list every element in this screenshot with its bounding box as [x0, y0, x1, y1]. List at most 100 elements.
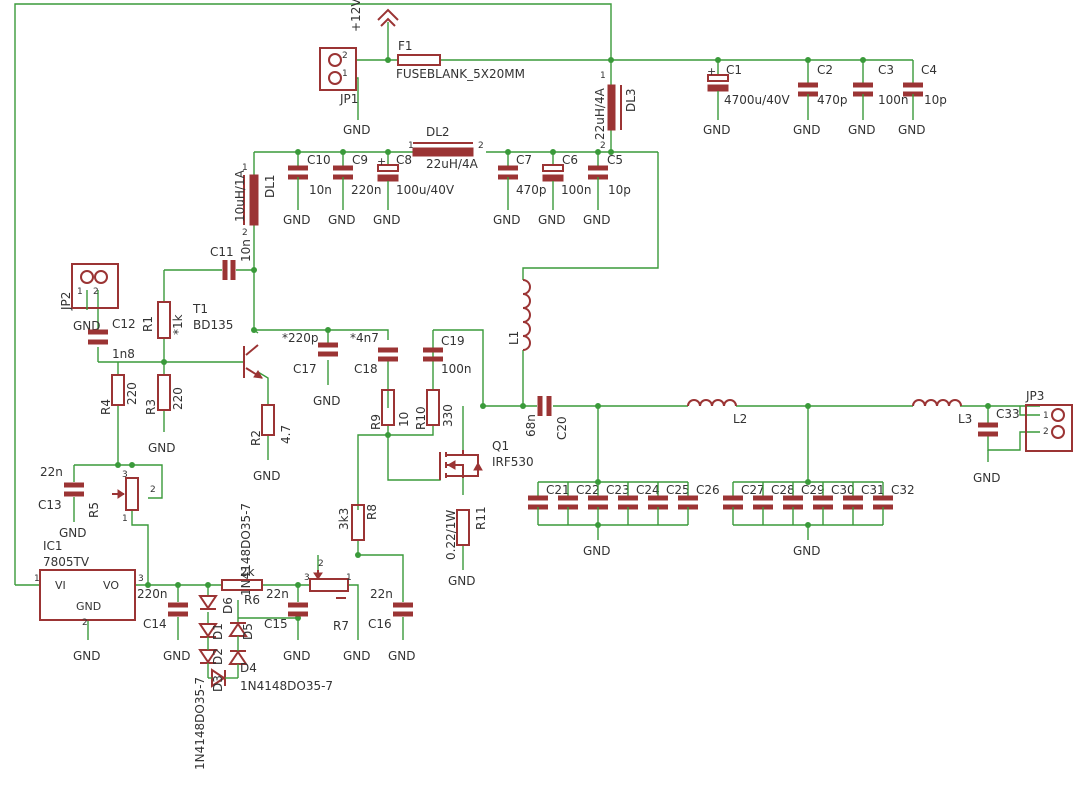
svg-text:C15: C15 [264, 617, 288, 631]
svg-text:10n: 10n [309, 183, 332, 197]
capacitor-c25: C25 [648, 482, 690, 525]
svg-text:GND: GND [973, 471, 1001, 485]
svg-text:22uH/4A: 22uH/4A [593, 87, 607, 140]
capacitor-c15: 22n C15 GND [264, 587, 311, 663]
svg-text:22n: 22n [266, 587, 289, 601]
fuse-f1: F1 FUSEBLANK_5X20MM [396, 39, 525, 81]
resistor-r6: 2k R6 [221, 565, 263, 607]
capacitor-bank-left: C21 C22 C23 C24 C25 C26 GND [528, 482, 720, 558]
svg-text:IC1: IC1 [43, 539, 63, 553]
svg-text:R3: R3 [144, 399, 158, 415]
inductor-l2: L2 [687, 399, 747, 426]
svg-text:C29: C29 [801, 483, 825, 497]
jp1-connector: 2 1 JP1 [319, 47, 358, 106]
svg-text:22uH/4A: 22uH/4A [426, 157, 479, 171]
svg-text:R1: R1 [141, 316, 155, 332]
svg-text:R8: R8 [365, 504, 379, 520]
svg-text:C21: C21 [546, 483, 570, 497]
svg-text:100n: 100n [441, 362, 472, 376]
capacitor-c22: C22 [558, 482, 600, 525]
svg-text:L2: L2 [733, 412, 747, 426]
svg-text:C12: C12 [112, 317, 136, 331]
capacitor-c6: C6 100n [542, 153, 592, 210]
svg-text:GND: GND [283, 649, 311, 663]
svg-text:L3: L3 [958, 412, 972, 426]
svg-text:GND: GND [493, 213, 521, 227]
svg-text:GND: GND [583, 544, 611, 558]
svg-text:1N4148DO35-7: 1N4148DO35-7 [193, 677, 207, 770]
capacitor-c3: C3 100n [853, 63, 909, 120]
svg-text:R11: R11 [474, 506, 488, 530]
svg-text:2: 2 [478, 141, 484, 151]
svg-text:VI: VI [55, 579, 66, 592]
svg-text:C9: C9 [352, 153, 368, 167]
svg-text:3k3: 3k3 [337, 508, 351, 530]
capacitor-c21: C21 [528, 482, 570, 525]
svg-text:GND: GND [538, 213, 566, 227]
mosfet-q1: Q1 IRF530 [439, 439, 534, 480]
svg-text:C22: C22 [576, 483, 600, 497]
capacitor-c14: 220n C14 GND [137, 587, 191, 663]
svg-text:C25: C25 [666, 483, 690, 497]
svg-text:220n: 220n [351, 183, 382, 197]
svg-text:C24: C24 [636, 483, 660, 497]
svg-text:C26: C26 [696, 483, 720, 497]
svg-text:+: + [377, 155, 386, 168]
svg-text:F1: F1 [398, 39, 413, 53]
svg-text:GND: GND [793, 544, 821, 558]
svg-text:JP2: JP2 [59, 292, 73, 311]
capacitor-c11: C11 10n [210, 239, 253, 280]
svg-text:DL2: DL2 [426, 125, 450, 139]
jp3-connector: 1 2 JP3 [1025, 389, 1073, 452]
svg-text:D5: D5 [241, 623, 255, 640]
inductor-dl1: 1 2 DL1 10uH/1A [233, 163, 277, 238]
svg-text:GND: GND [253, 469, 281, 483]
svg-text:C33: C33 [996, 407, 1020, 421]
svg-text:C10: C10 [307, 153, 331, 167]
svg-text:R9: R9 [369, 414, 383, 430]
plus12v-symbol: +12V [349, 0, 399, 32]
svg-text:4700u/40V: 4700u/40V [724, 93, 790, 107]
svg-text:C1: C1 [726, 63, 742, 77]
svg-text:1: 1 [342, 69, 348, 79]
capacitor-c27: C27 [723, 482, 765, 525]
capacitor-c30: C30 [813, 482, 855, 525]
svg-text:C14: C14 [143, 617, 167, 631]
svg-text:100n: 100n [878, 93, 909, 107]
inductor-l1: L1 [507, 279, 531, 351]
diodes-cluster: D6 D1 D5 D2 D3 D4 1N4148DO35-7 1N4148DO3… [193, 503, 333, 770]
svg-text:*1k: *1k [171, 314, 185, 335]
svg-text:1: 1 [408, 141, 414, 151]
svg-text:GND: GND [373, 213, 401, 227]
capacitor-c18: *4n7 C18 [350, 331, 398, 376]
svg-text:100n: 100n [561, 183, 592, 197]
inductor-dl2: 1 2 DL2 22uH/4A [408, 125, 484, 171]
svg-text:2: 2 [82, 618, 88, 628]
svg-text:100u/40V: 100u/40V [396, 183, 455, 197]
svg-text:GND: GND [343, 649, 371, 663]
svg-text:3: 3 [304, 573, 310, 583]
svg-text:330: 330 [441, 404, 455, 427]
svg-text:C16: C16 [368, 617, 392, 631]
svg-text:1: 1 [34, 574, 40, 584]
regulator-ic1: IC1 7805TV 1 3 2 VI VO GND GND [34, 539, 144, 663]
capacitor-c16: 22n C16 GND [368, 587, 416, 663]
svg-text:L1: L1 [507, 331, 521, 345]
svg-text:2: 2 [600, 141, 606, 151]
svg-text:D6: D6 [221, 597, 235, 614]
resistor-r2: R2 4.7 [249, 404, 293, 446]
svg-text:220: 220 [171, 387, 185, 410]
svg-text:T1: T1 [192, 302, 208, 316]
svg-text:*4n7: *4n7 [350, 331, 379, 345]
svg-text:VO: VO [103, 579, 119, 592]
svg-text:C6: C6 [562, 153, 578, 167]
svg-text:C31: C31 [861, 483, 885, 497]
svg-text:GND: GND [328, 213, 356, 227]
svg-text:DL3: DL3 [624, 88, 638, 112]
svg-text:JP3: JP3 [1025, 389, 1044, 403]
svg-text:C32: C32 [891, 483, 915, 497]
resistor-r9: R9 10 [369, 389, 411, 430]
svg-text:C4: C4 [921, 63, 937, 77]
svg-text:2: 2 [342, 51, 348, 61]
svg-text:JP1: JP1 [339, 92, 358, 106]
